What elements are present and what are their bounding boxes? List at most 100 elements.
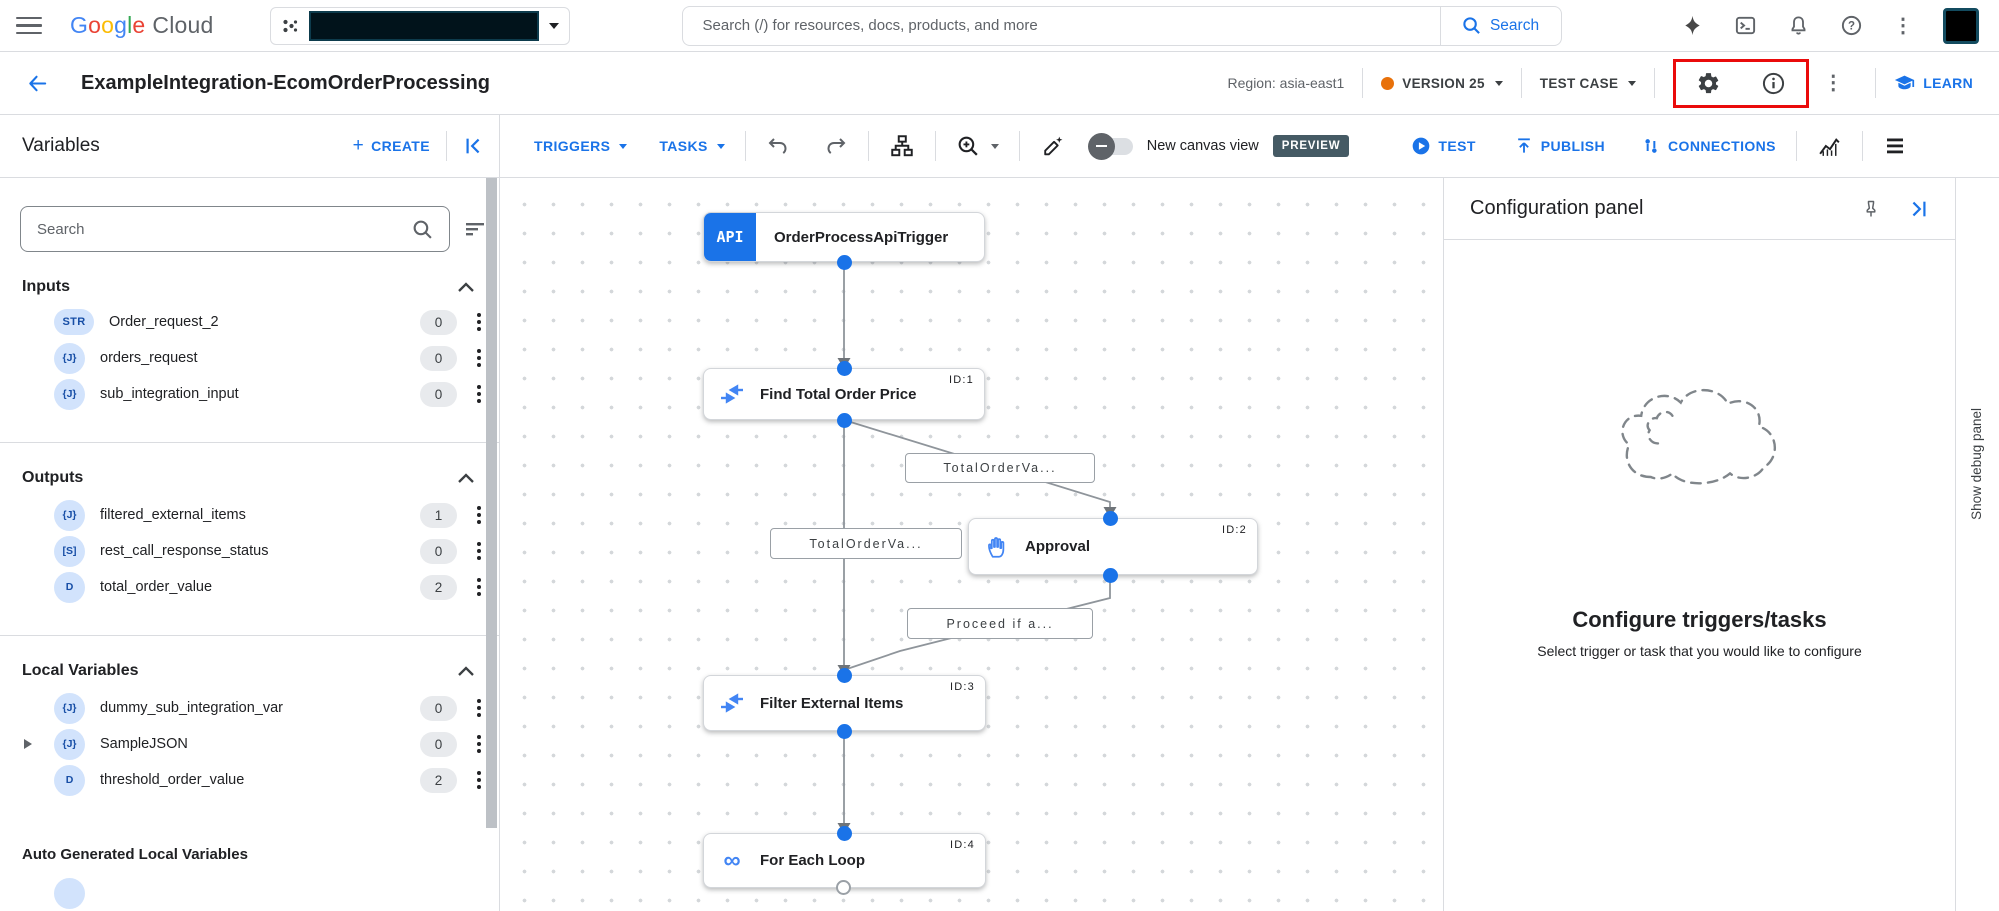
sidebar-scrollbar[interactable] (486, 178, 497, 828)
node-for-each-loop[interactable]: ID:4 ∞ For Each Loop (703, 833, 986, 888)
kebab-menu-icon[interactable] (475, 695, 483, 721)
tasks-dropdown[interactable]: TASKS (659, 138, 725, 154)
variable-row[interactable]: D threshold_order_value 2 (0, 762, 499, 798)
preview-badge: PREVIEW (1272, 135, 1350, 157)
variables-sidebar: Inputs STR Order_request_2 0 {J} orders_… (0, 178, 500, 911)
project-selector[interactable] (269, 6, 570, 45)
log-list-icon[interactable] (1883, 134, 1907, 158)
variable-row-partial[interactable] (0, 875, 499, 911)
chevron-down-icon (1494, 80, 1503, 86)
notifications-bell-icon[interactable] (1787, 14, 1810, 37)
redo-icon[interactable] (824, 134, 848, 158)
logo-letter: g (114, 12, 128, 38)
node-title: OrderProcessApiTrigger (774, 228, 949, 246)
variables-search-box[interactable] (20, 206, 450, 252)
kebab-menu-icon[interactable] (475, 767, 483, 793)
connector-port-open[interactable] (835, 879, 851, 895)
connector-port[interactable] (1102, 510, 1118, 526)
node-order-process-api-trigger[interactable]: API OrderProcessApiTrigger (703, 212, 985, 262)
magic-edit-icon[interactable] (1040, 134, 1065, 159)
zoom-control[interactable] (956, 134, 999, 159)
node-filter-external-items[interactable]: ID:3 Filter External Items (703, 675, 986, 731)
kebab-menu-icon[interactable] (475, 538, 483, 564)
section-header-outputs[interactable]: Outputs (22, 469, 475, 487)
test-case-label: TEST CASE (1539, 75, 1619, 91)
variable-row[interactable]: [S] rest_call_response_status 0 (0, 533, 499, 569)
variable-row[interactable]: D total_order_value 2 (0, 569, 499, 605)
usage-count: 0 (420, 309, 457, 335)
variables-search-input[interactable] (37, 220, 412, 238)
logo-letter: o (101, 12, 115, 38)
auto-generated-title: Auto Generated Local Variables (22, 846, 248, 863)
menu-icon[interactable] (16, 12, 42, 40)
type-badge-json: {J} (54, 728, 85, 760)
variable-row[interactable]: {J} filtered_external_items 1 (0, 497, 499, 533)
kebab-menu-icon[interactable] (475, 502, 483, 528)
connector-port[interactable] (836, 723, 852, 739)
node-approval[interactable]: ID:2 Approval (968, 518, 1258, 575)
connector-port[interactable] (836, 667, 852, 683)
chevron-down-icon (990, 143, 999, 149)
learn-button[interactable]: LEARN (1894, 73, 1973, 94)
connector-port[interactable] (836, 412, 852, 428)
search-button-label: Search (1489, 16, 1540, 34)
variable-row[interactable]: {J} SampleJSON 0 (0, 726, 499, 762)
integration-canvas[interactable]: TotalOrderVa... TotalOrderVa... Proceed … (500, 178, 1443, 911)
more-options-icon[interactable]: ⋮ (1893, 14, 1913, 37)
section-divider (0, 635, 499, 636)
connector-port[interactable] (1102, 567, 1118, 583)
connector-port[interactable] (836, 254, 852, 270)
connections-button[interactable]: CONNECTIONS (1641, 136, 1776, 156)
more-actions-icon[interactable]: ⋮ (1823, 72, 1844, 94)
new-canvas-view-toggle[interactable] (1087, 132, 1133, 160)
section-title: Outputs (22, 469, 84, 486)
kebab-menu-icon[interactable] (475, 731, 483, 757)
global-search-input[interactable] (681, 5, 1440, 46)
variable-row[interactable]: STR Order_request_2 0 (0, 304, 499, 340)
variable-row[interactable]: {J} dummy_sub_integration_var 0 (0, 690, 499, 726)
kebab-menu-icon[interactable] (475, 381, 483, 407)
configuration-panel: Configuration panel Configure triggers/t… (1443, 178, 1955, 911)
edge-label[interactable]: Proceed if a... (907, 608, 1093, 639)
undo-icon[interactable] (766, 134, 790, 158)
edge-label[interactable]: TotalOrderVa... (905, 453, 1095, 483)
settings-gear-icon[interactable] (1696, 71, 1721, 96)
edge-label[interactable]: TotalOrderVa... (770, 528, 962, 559)
section-header-inputs[interactable]: Inputs (22, 278, 475, 296)
create-variable-button[interactable]: + CREATE (353, 135, 430, 157)
kebab-menu-icon[interactable] (475, 309, 483, 335)
sort-filter-icon[interactable] (463, 217, 487, 241)
logo-letter: e (132, 12, 146, 38)
kebab-menu-icon[interactable] (475, 574, 483, 600)
back-arrow-icon[interactable] (26, 72, 49, 95)
show-debug-panel-button[interactable]: Show debug panel (1969, 408, 1984, 520)
test-button[interactable]: TEST (1411, 136, 1475, 156)
metrics-chart-icon[interactable] (1817, 134, 1842, 159)
section-header-local-variables[interactable]: Local Variables (22, 662, 475, 680)
pin-icon[interactable] (1861, 198, 1881, 220)
gemini-sparkle-icon[interactable] (1681, 14, 1704, 37)
type-badge-json: {J} (54, 499, 85, 531)
connector-port[interactable] (836, 360, 852, 376)
variable-row[interactable]: {J} orders_request 0 (0, 340, 499, 376)
collapse-panel-right-icon[interactable] (1907, 198, 1929, 220)
triggers-dropdown[interactable]: TRIGGERS (534, 138, 628, 154)
version-dropdown[interactable]: VERSION 25 (1381, 76, 1503, 91)
info-icon[interactable] (1761, 71, 1786, 96)
publish-label: PUBLISH (1540, 138, 1606, 154)
variable-row[interactable]: {J} sub_integration_input 0 (0, 376, 499, 412)
usage-count: 0 (420, 695, 457, 721)
collapse-panel-left-icon[interactable] (463, 135, 485, 157)
search-button[interactable]: Search (1439, 5, 1562, 46)
connector-port[interactable] (836, 825, 852, 841)
node-find-total-order-price[interactable]: ID:1 Find Total Order Price (703, 368, 985, 420)
publish-button[interactable]: PUBLISH (1514, 136, 1605, 156)
help-icon[interactable]: ? (1840, 14, 1863, 37)
expand-arrow-icon[interactable] (24, 739, 32, 749)
avatar[interactable] (1943, 7, 1979, 44)
kebab-menu-icon[interactable] (475, 345, 483, 371)
test-case-dropdown[interactable]: TEST CASE (1539, 75, 1637, 91)
auto-layout-icon[interactable] (889, 133, 915, 159)
cloud-shell-icon[interactable] (1734, 14, 1757, 37)
